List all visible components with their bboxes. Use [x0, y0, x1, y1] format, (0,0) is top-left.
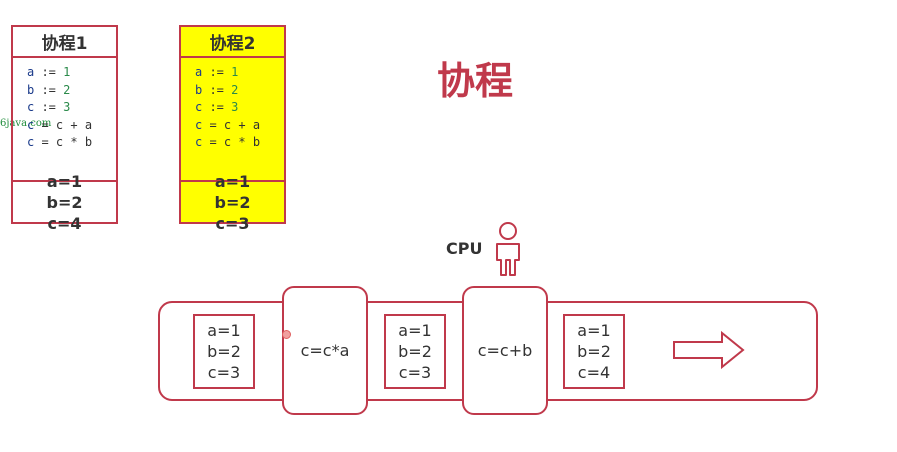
person-icon [496, 222, 520, 276]
state-value: a=1 [577, 321, 611, 340]
operation-box-2: c=c+b [462, 286, 548, 415]
state-value: b=2 [207, 342, 241, 361]
code-line: a := 1 [27, 65, 71, 79]
value-c: c=4 [47, 213, 82, 233]
state-value: c=4 [577, 363, 611, 382]
operation-label: c=c+b [477, 341, 533, 360]
value-b: b=2 [214, 192, 251, 212]
code-line: b := 2 [27, 82, 71, 97]
state-value: a=1 [207, 321, 241, 340]
value-c: c=3 [215, 213, 250, 233]
state-value: b=2 [398, 342, 432, 361]
coroutine-2-card: 协程2 a := 1 b := 2 c := 3 c = c + a c = c… [179, 25, 286, 233]
code-line: c := 3 [195, 100, 239, 114]
code-line: b := 2 [195, 82, 239, 97]
state-box-1: a=1 b=2 c=3 [193, 314, 255, 389]
code-line: c = c + a [195, 117, 261, 132]
state-value: c=3 [207, 363, 241, 382]
state-value: c=3 [398, 363, 432, 382]
coroutine-2-values: a=1 b=2 c=3 [181, 172, 284, 233]
coroutine-1-title: 协程1 [13, 27, 116, 58]
coroutine-2-title: 协程2 [181, 27, 284, 58]
state-value: a=1 [398, 321, 432, 340]
coroutine-2-code: a := 1 b := 2 c := 3 c = c + a c = c * b [181, 58, 284, 182]
state-box-3: a=1 b=2 c=4 [563, 314, 625, 389]
cpu-label: CPU [446, 239, 483, 258]
right-arrow-icon [673, 330, 745, 370]
watermark-text: 6java.com [0, 118, 52, 129]
value-a: a=1 [214, 171, 251, 191]
code-line: a := 1 [195, 65, 239, 79]
value-b: b=2 [46, 192, 83, 212]
coroutine-1-card: 协程1 a := 1 b := 2 c := 3 c = c + a c = c… [11, 25, 118, 233]
code-line: c = c * b [27, 135, 93, 149]
cursor-indicator [282, 330, 291, 339]
code-line: c = c + a [27, 117, 93, 132]
state-box-2: a=1 b=2 c=3 [384, 314, 446, 389]
page-title: 协程 [436, 59, 513, 103]
state-value: b=2 [577, 342, 611, 361]
operation-box-1: c=c*a [282, 286, 368, 415]
coroutine-1-values: a=1 b=2 c=4 [13, 172, 116, 233]
operation-label: c=c*a [300, 341, 350, 360]
value-a: a=1 [46, 171, 83, 191]
code-line: c := 3 [27, 100, 71, 114]
code-line: c = c * b [195, 135, 261, 149]
coroutine-1-code: a := 1 b := 2 c := 3 c = c + a c = c * b [13, 58, 116, 182]
